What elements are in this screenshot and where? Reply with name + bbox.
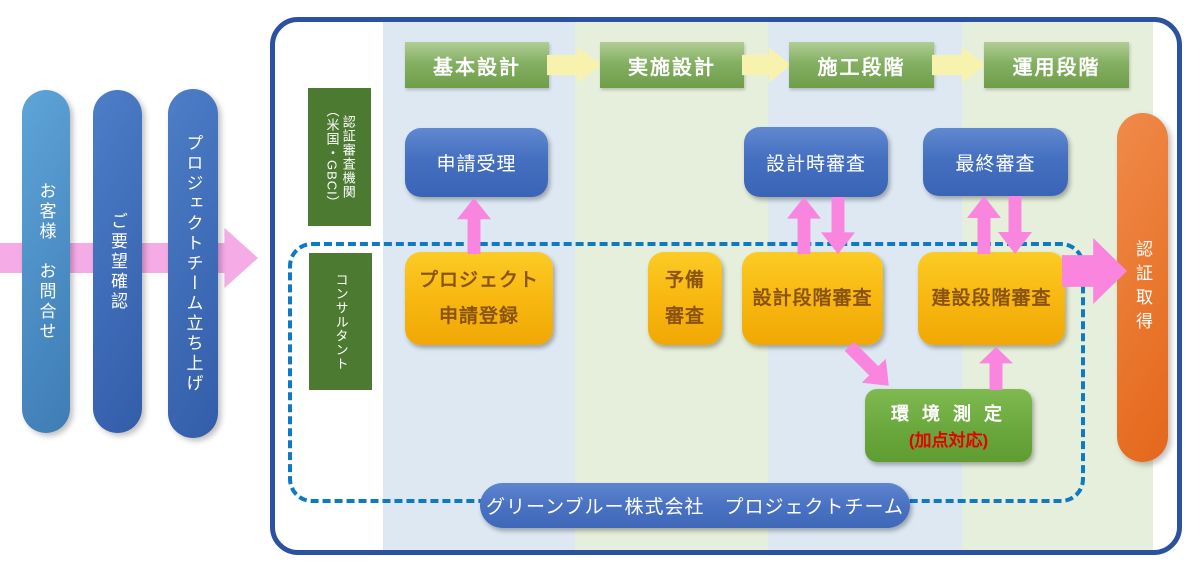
team-name-pill: グリーンブルー株式会社 プロジェクトチーム (480, 483, 910, 528)
box-label: 最終審査 (955, 153, 1036, 175)
phase-label: 実施設計 (628, 56, 716, 79)
intake-step-requirements-check: ご要望確認 (93, 90, 142, 433)
consultant-box-preliminary-review: 予備 審査 (648, 252, 722, 345)
consultant-box-project-registration: プロジェクト 申請登録 (405, 252, 553, 345)
phase-box-basic-design: 基本設計 (405, 42, 549, 88)
phase-label: 運用段階 (1012, 56, 1101, 79)
box-label: 建設段階審査 (931, 287, 1052, 309)
lane-label-consultant: コンサルタント (309, 253, 372, 390)
box-label: 設計段階審査 (752, 287, 873, 309)
intake-step-customer-inquiry: お客様 お問合せ (22, 90, 70, 433)
consultant-box-design-stage-review: 設計段階審査 (742, 252, 883, 345)
phase-box-construction-stage: 施工段階 (789, 42, 934, 88)
consultant-box-environment-measurement: 環 境 測 定 (加点対応) (865, 389, 1032, 462)
consultant-box-construction-stage-review: 建設段階審査 (918, 252, 1065, 345)
lane-label-certification-body: 認証審査機関 （米国・GBCI） (308, 88, 371, 226)
intake-step-label: ご要望確認 (108, 211, 127, 312)
box-label: 予備 審査 (664, 270, 705, 327)
env-box-subtitle: (加点対応) (908, 431, 989, 450)
box-label: 設計時審査 (765, 153, 866, 175)
certifier-box-final-review: 最終審査 (923, 128, 1068, 196)
certifier-box-application-accepted: 申請受理 (405, 128, 548, 197)
certifier-box-design-review: 設計時審査 (744, 127, 888, 197)
lane-label-text: 認証審査機関 （米国・GBCI） (324, 104, 356, 210)
phase-label: 基本設計 (433, 56, 521, 79)
intake-step-label: プロジェクトチーム立ち上げ (183, 133, 203, 394)
box-label: プロジェクト 申請登録 (418, 270, 539, 327)
phase-box-operation-stage: 運用段階 (984, 42, 1129, 88)
lane-label-text: コンサルタント (333, 272, 349, 371)
consultant-team-boundary (288, 242, 1085, 503)
goal-certification-obtained: 認証取得 (1117, 113, 1168, 462)
phase-box-detailed-design: 実施設計 (600, 42, 744, 88)
env-box-title: 環 境 測 定 (890, 404, 1006, 424)
intake-step-project-team-launch: プロジェクトチーム立ち上げ (168, 89, 218, 438)
box-label: 申請受理 (436, 154, 517, 175)
phase-label: 施工段階 (817, 56, 906, 79)
intake-step-label: お客様 お問合せ (36, 181, 56, 342)
goal-label: 認証取得 (1133, 239, 1152, 336)
team-name-label: グリーンブルー株式会社 プロジェクトチーム (486, 497, 904, 518)
